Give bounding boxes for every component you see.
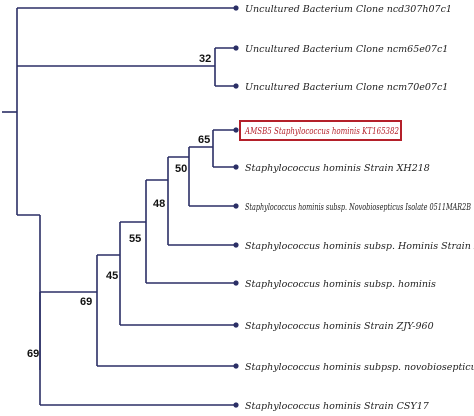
bootstrap-values: 32 65 50 48 55 45 69 69 [27, 53, 211, 360]
leaf-label: Uncultured Bacterium Clone ncm65e07c1 [245, 44, 448, 55]
bootstrap-value: 69 [27, 348, 39, 360]
tip-markers [233, 5, 239, 408]
tree-branches [2, 7, 236, 406]
tip-marker [233, 280, 239, 286]
bootstrap-value: 55 [129, 233, 141, 245]
tip-marker [233, 127, 239, 133]
leaf-label: Uncultured Bacterium Clone ncd307h07c1 [245, 4, 452, 15]
bootstrap-value: 32 [199, 53, 211, 65]
leaf-label: Staphylococcus hominis subsp. hominis [245, 279, 436, 290]
tip-marker [233, 203, 239, 209]
leaf-labels: Uncultured Bacterium Clone ncd307h07c1 U… [244, 4, 474, 412]
bootstrap-value: 69 [80, 296, 92, 308]
leaf-label: Staphylococcus hominis Strain XH218 [245, 163, 430, 174]
leaf-label: Staphylococcus hominis subsp. Hominis St… [245, 241, 474, 252]
bootstrap-value: 50 [175, 163, 187, 175]
bootstrap-value: 45 [106, 270, 118, 282]
tip-marker [233, 45, 239, 51]
leaf-label: Uncultured Bacterium Clone ncm70e07c1 [245, 82, 448, 93]
tip-marker [233, 5, 239, 11]
tip-marker [233, 363, 239, 369]
highlight-box [239, 120, 402, 141]
tip-marker [233, 242, 239, 248]
tip-marker [233, 402, 239, 408]
leaf-label: Staphylococcus hominis Strain ZJY-960 [245, 321, 434, 332]
bootstrap-value: 65 [198, 134, 210, 146]
bootstrap-value: 48 [153, 198, 165, 210]
tip-marker [233, 322, 239, 328]
tip-marker [233, 164, 239, 170]
tip-marker [233, 83, 239, 89]
leaf-label-highlighted: AMSB5 Staphylococcus hominis KT165382 [244, 126, 399, 137]
leaf-label: Staphylococcus hominis subsp. Novobiosep… [245, 202, 471, 213]
leaf-label: Staphylococcus hominis subpsp. novobiose… [245, 362, 474, 373]
leaf-label: Staphylococcus hominis Strain CSY17 [245, 401, 430, 412]
